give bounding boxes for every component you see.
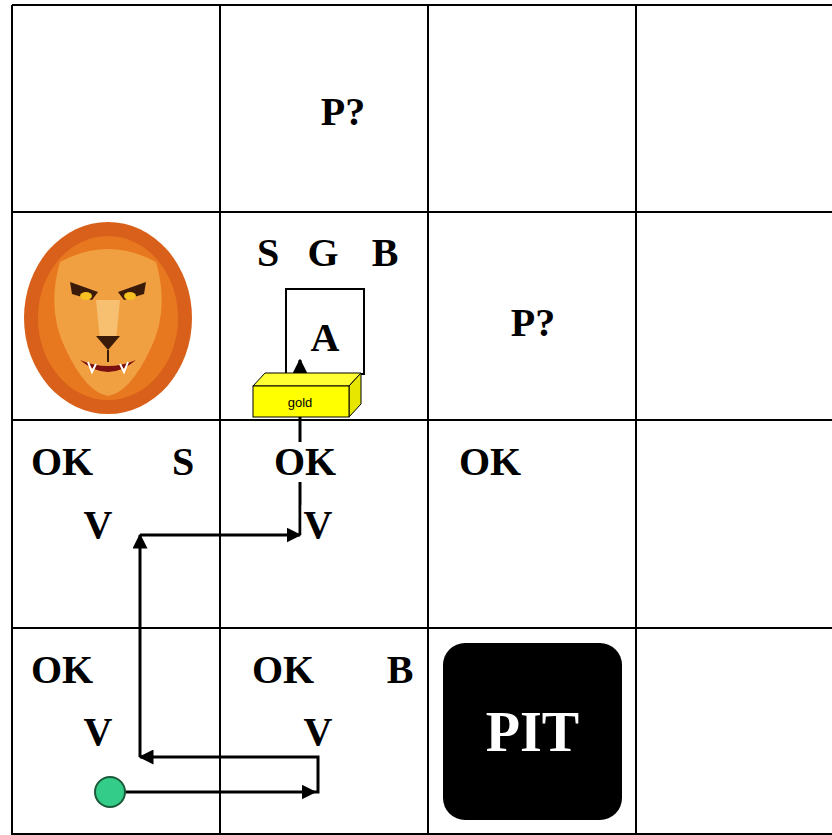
pit-label: PIT — [486, 704, 579, 760]
start-dot — [95, 777, 125, 807]
grid-lines — [12, 5, 832, 835]
gold-bar-shape — [252, 372, 362, 418]
cell-percept: S — [255, 233, 281, 273]
cell-percept: P? — [319, 92, 367, 132]
cell-percept: V — [82, 712, 115, 752]
agent-box: A — [285, 288, 365, 375]
gold-bar: gold — [252, 372, 362, 418]
cell-percept: S — [170, 442, 196, 482]
cell-percept: V — [302, 712, 335, 752]
cell-percept: OK — [272, 442, 338, 482]
cell-percept: B — [385, 650, 416, 690]
gold-label: gold — [252, 396, 348, 409]
agent-label: A — [309, 318, 342, 358]
lion-wumpus — [24, 222, 192, 414]
cell-percept: P? — [509, 303, 557, 343]
cell-percept: OK — [29, 650, 95, 690]
cell-percept: OK — [250, 650, 316, 690]
cell-percept: V — [302, 505, 335, 545]
cell-percept: B — [370, 233, 401, 273]
cell-percept: OK — [457, 442, 523, 482]
agent-path — [110, 360, 318, 792]
pit-box: PIT — [443, 643, 622, 820]
cell-percept: G — [305, 233, 340, 273]
cell-percept: OK — [29, 442, 95, 482]
cell-percept: V — [82, 505, 115, 545]
